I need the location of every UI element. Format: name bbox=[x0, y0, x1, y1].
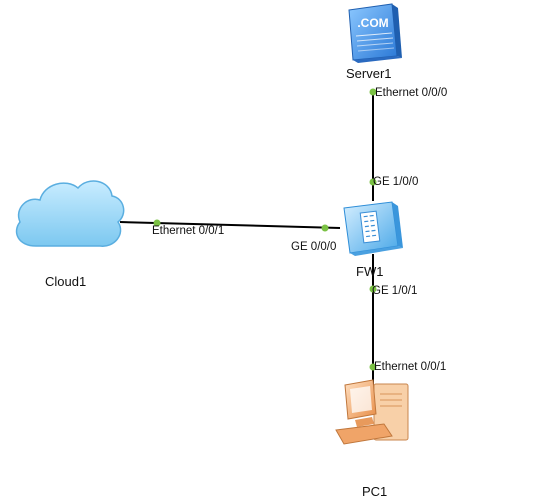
device-label-cloud1: Cloud1 bbox=[45, 275, 86, 288]
device-label-pc1: PC1 bbox=[362, 485, 387, 498]
port-label-server1-eth000: Ethernet 0/0/0 bbox=[375, 88, 447, 100]
firewall-icon[interactable] bbox=[344, 202, 403, 256]
device-label-server1: Server1 bbox=[346, 67, 392, 80]
port-label-pc1-eth001: Ethernet 0/0/1 bbox=[374, 362, 446, 374]
port-label-cloud1-eth001: Ethernet 0/0/1 bbox=[152, 226, 224, 238]
port-label-fw1-ge100: GE 1/0/0 bbox=[373, 177, 418, 189]
server-icon[interactable]: .COM bbox=[349, 4, 402, 63]
port-dot-fw1-ge000 bbox=[322, 225, 329, 232]
cloud-icon[interactable] bbox=[17, 181, 124, 246]
port-label-fw1-ge101: GE 1/0/1 bbox=[372, 286, 417, 298]
server-badge: .COM bbox=[357, 16, 388, 30]
pc-icon[interactable] bbox=[336, 380, 408, 444]
port-label-fw1-ge000: GE 0/0/0 bbox=[291, 242, 336, 254]
device-label-fw1: FW1 bbox=[356, 265, 383, 278]
